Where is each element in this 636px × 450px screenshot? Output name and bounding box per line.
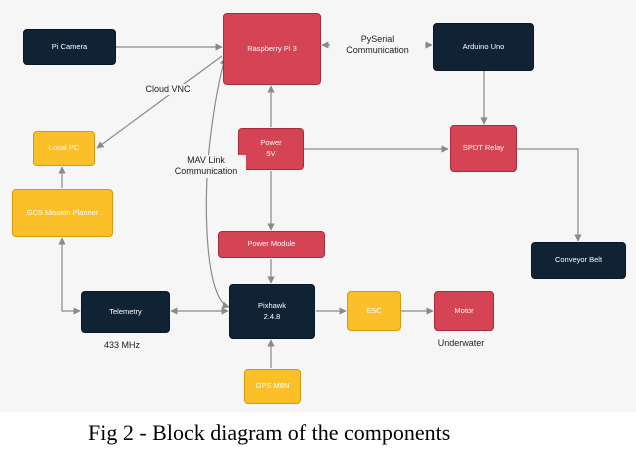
- esc-node: ESC: [347, 291, 401, 331]
- edge-pixhawk-raspberrypi: [205, 57, 230, 309]
- gcs-mission-planner-node: GCS Mission Planner: [12, 189, 113, 237]
- mav-link-label: MAV Link Communication: [166, 155, 246, 178]
- underwater-label: Underwater: [437, 338, 485, 348]
- edge-raspberrypi-localpc: [96, 55, 223, 149]
- diagram-canvas: Pi Camera Raspberry Pi 3 Arduino Uno Loc…: [12, 13, 626, 404]
- power-module-node: Power Module: [218, 231, 325, 258]
- raspberry-pi-node: Raspberry Pi 3: [223, 13, 321, 85]
- connector-lines: [58, 41, 582, 368]
- gps-node: GPS M8N: [244, 369, 301, 404]
- local-pc-node: Local PC: [33, 131, 95, 166]
- conveyor-belt-node: Conveyor Belt: [531, 242, 626, 279]
- pyserial-label: PySerial Communication: [330, 34, 425, 57]
- motor-node: Motor: [434, 291, 494, 331]
- frequency-label: 433 MHz: [103, 340, 140, 350]
- power-node: Power 5V: [238, 128, 304, 170]
- edge-spdt-conveyor: [517, 148, 582, 242]
- cloud-vnc-label: Cloud VNC: [138, 84, 198, 96]
- edge-gcs-telemetry: [58, 237, 81, 315]
- telemetry-node: Telemetry: [81, 291, 170, 333]
- arduino-node: Arduino Uno: [433, 23, 534, 71]
- pi-camera-node: Pi Camera: [23, 29, 116, 65]
- spdt-relay-node: SPDT Relay: [450, 125, 517, 172]
- pixhawk-node: Pixhawk 2.4.8: [229, 284, 315, 339]
